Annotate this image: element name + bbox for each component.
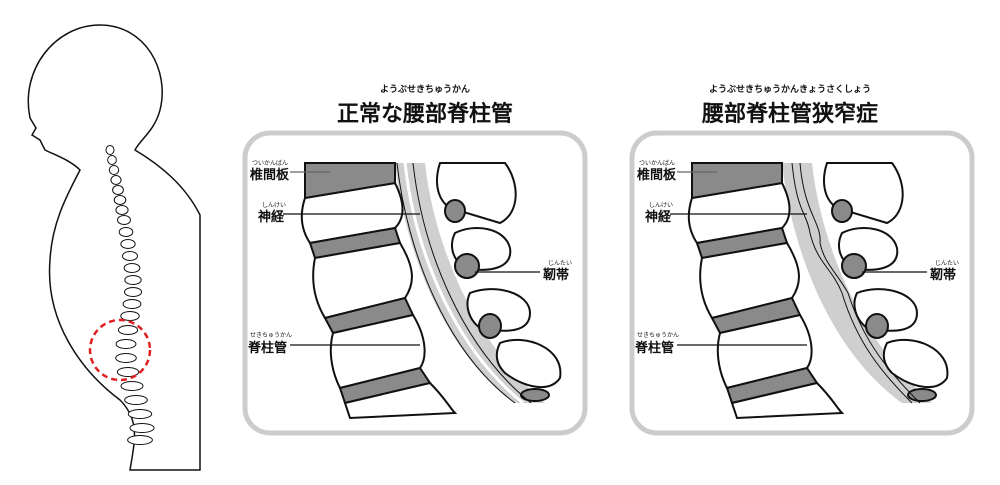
- vertebra: [123, 263, 141, 273]
- normal-spine-illustration: [300, 162, 562, 419]
- vertebra: [115, 339, 137, 349]
- stenosis-nerve-ruby: しんけい: [649, 202, 674, 209]
- stenosis-spine-illustration: [687, 162, 949, 419]
- vertebra: [129, 423, 155, 433]
- lumbar-highlight-circle: [88, 318, 152, 382]
- normal-canal-label: 脊柱管: [248, 341, 288, 356]
- normal-title-ruby: ようぶせきちゅうかん: [379, 85, 470, 95]
- stenosis-canal-label: 脊柱管: [635, 341, 675, 356]
- stenosis-title: 腰部脊柱管狭窄症: [701, 102, 878, 127]
- vertebra: [122, 299, 142, 309]
- vertebra: [113, 195, 127, 205]
- vertebra: [117, 215, 131, 225]
- normal-canal-ruby: せきちゅうかん: [250, 332, 293, 339]
- normal-ligament-ruby: じんたい: [548, 260, 573, 267]
- stenosis-leader-lines: [670, 171, 927, 346]
- vertebra: [115, 205, 129, 215]
- vertebra: [110, 175, 122, 185]
- vertebra: [124, 395, 148, 405]
- normal-title: 正常な腰部脊柱管: [336, 102, 513, 127]
- vertebra: [105, 145, 115, 155]
- vertebra: [120, 381, 144, 391]
- vertebra: [108, 165, 120, 175]
- stenosis-disc-ruby: ついかんばん: [639, 160, 676, 167]
- normal-leader-lines: [283, 171, 540, 346]
- vertebra: [127, 435, 153, 445]
- normal-nerve-ruby: しんけい: [262, 202, 287, 209]
- stenosis-ligament-label: 靭帯: [930, 268, 957, 283]
- normal-disc-label: 椎間板: [250, 168, 290, 183]
- vertebra: [117, 325, 139, 335]
- vertebra: [124, 275, 142, 285]
- vertebra: [123, 287, 143, 297]
- stenosis-canal-ruby: せきちゅうかん: [637, 332, 680, 339]
- vertebra: [118, 227, 134, 237]
- stenosis-ligament-ruby: じんたい: [935, 260, 960, 267]
- normal-nerve-label: 神経: [258, 210, 285, 225]
- stenosis-nerve-label: 神経: [645, 210, 672, 225]
- vertebra: [120, 239, 136, 249]
- vertebra: [127, 409, 153, 419]
- normal-ligament-label: 靭帯: [543, 268, 570, 283]
- vertebra: [122, 251, 138, 261]
- stenosis-disc-label: 椎間板: [637, 168, 677, 183]
- human-silhouette: [27, 24, 201, 471]
- spine-column: document.currentScript.parentNode && (fu…: [105, 145, 155, 445]
- vertebra: [107, 155, 117, 165]
- vertebra: [112, 185, 124, 195]
- normal-disc-ruby: ついかんばん: [252, 160, 289, 167]
- vertebra: [115, 353, 137, 363]
- stenosis-title-ruby: ようぶせきちゅうかんきょうさくしょう: [708, 85, 871, 95]
